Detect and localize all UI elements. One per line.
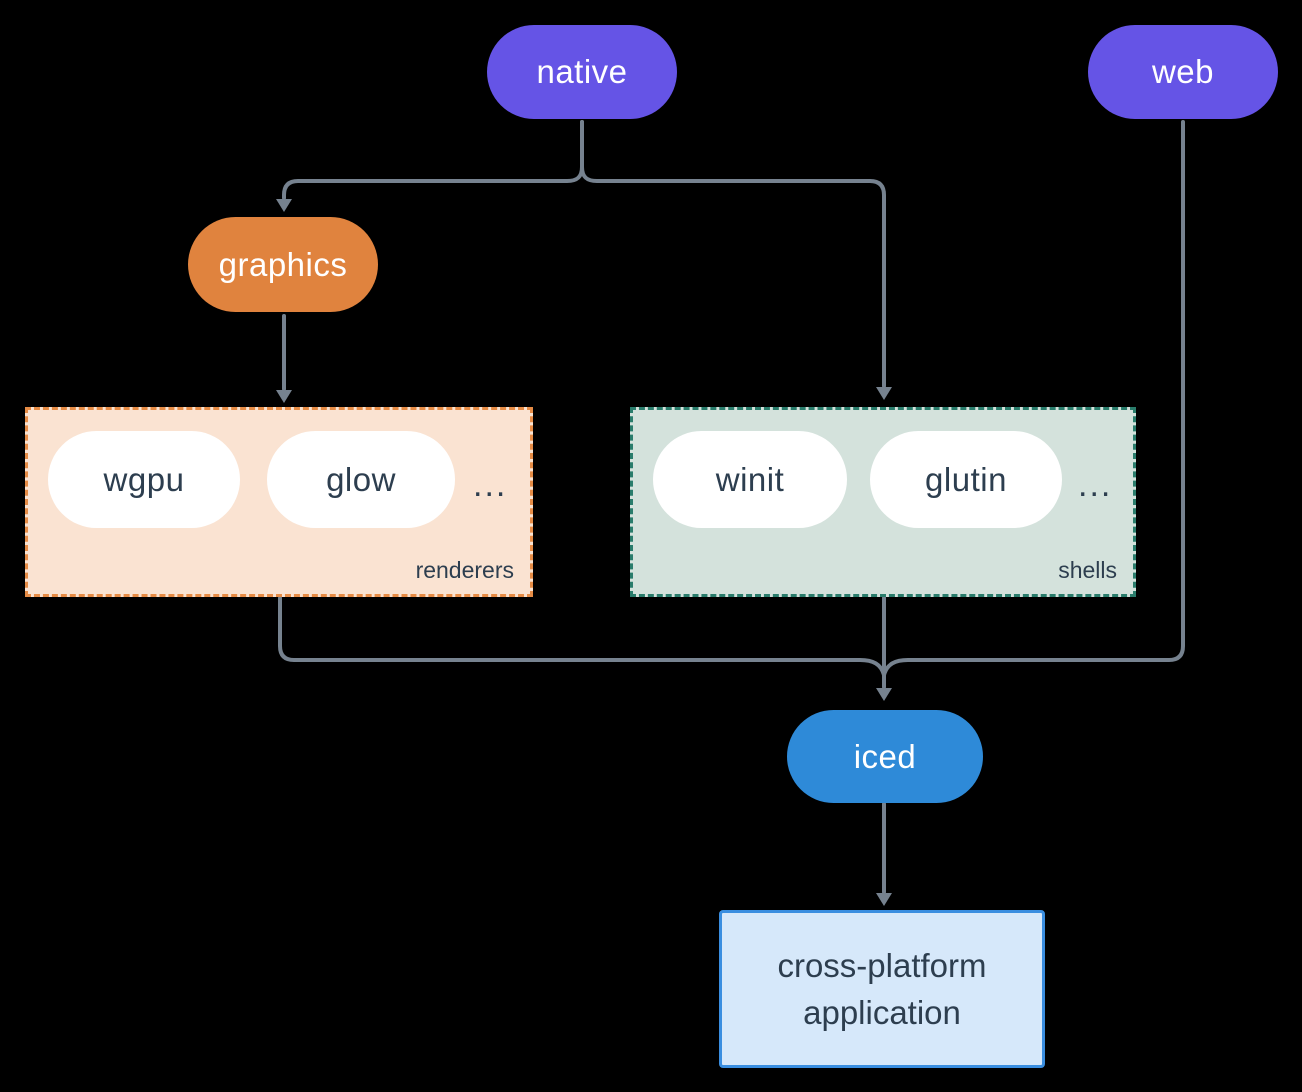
node-glutin-label: glutin [925,460,1007,498]
shells-ellipsis: ... [1078,466,1113,504]
node-winit: winit [653,431,847,528]
node-glow: glow [267,431,455,528]
node-glutin: glutin [870,431,1062,528]
arrowhead-graphics-renderers [276,390,292,403]
renderers-group-label: renderers [415,557,514,583]
edge-web-iced [882,120,1185,677]
arrowhead-merge-iced [876,688,892,701]
group-shells: winit glutin ... shells [630,407,1136,597]
shells-group-label: shells [1058,557,1117,583]
node-graphics: graphics [188,217,378,312]
node-iced: iced [787,710,983,803]
node-graphics-label: graphics [218,245,348,283]
node-glow-label: glow [326,460,396,498]
edge-native-graphics [282,120,584,200]
node-native-label: native [536,53,628,90]
node-cross-platform-application: cross-platform application [719,910,1045,1068]
node-web: web [1088,25,1278,119]
node-wgpu: wgpu [48,431,240,528]
arrowhead-iced-app [876,893,892,906]
node-native: native [487,25,677,119]
app-label-line2: application [803,994,961,1031]
node-wgpu-label: wgpu [103,460,185,498]
arrowhead-native-graphics [276,199,292,212]
edge-renderers-iced [278,596,886,677]
renderers-ellipsis: ... [473,466,508,504]
node-web-label: web [1151,53,1215,90]
node-winit-label: winit [715,460,785,498]
app-label-line1: cross-platform [777,947,987,984]
arrowhead-native-shells [876,387,892,400]
group-renderers: wgpu glow ... renderers [25,407,533,597]
edge-native-shells [580,120,886,388]
node-iced-label: iced [853,737,917,775]
